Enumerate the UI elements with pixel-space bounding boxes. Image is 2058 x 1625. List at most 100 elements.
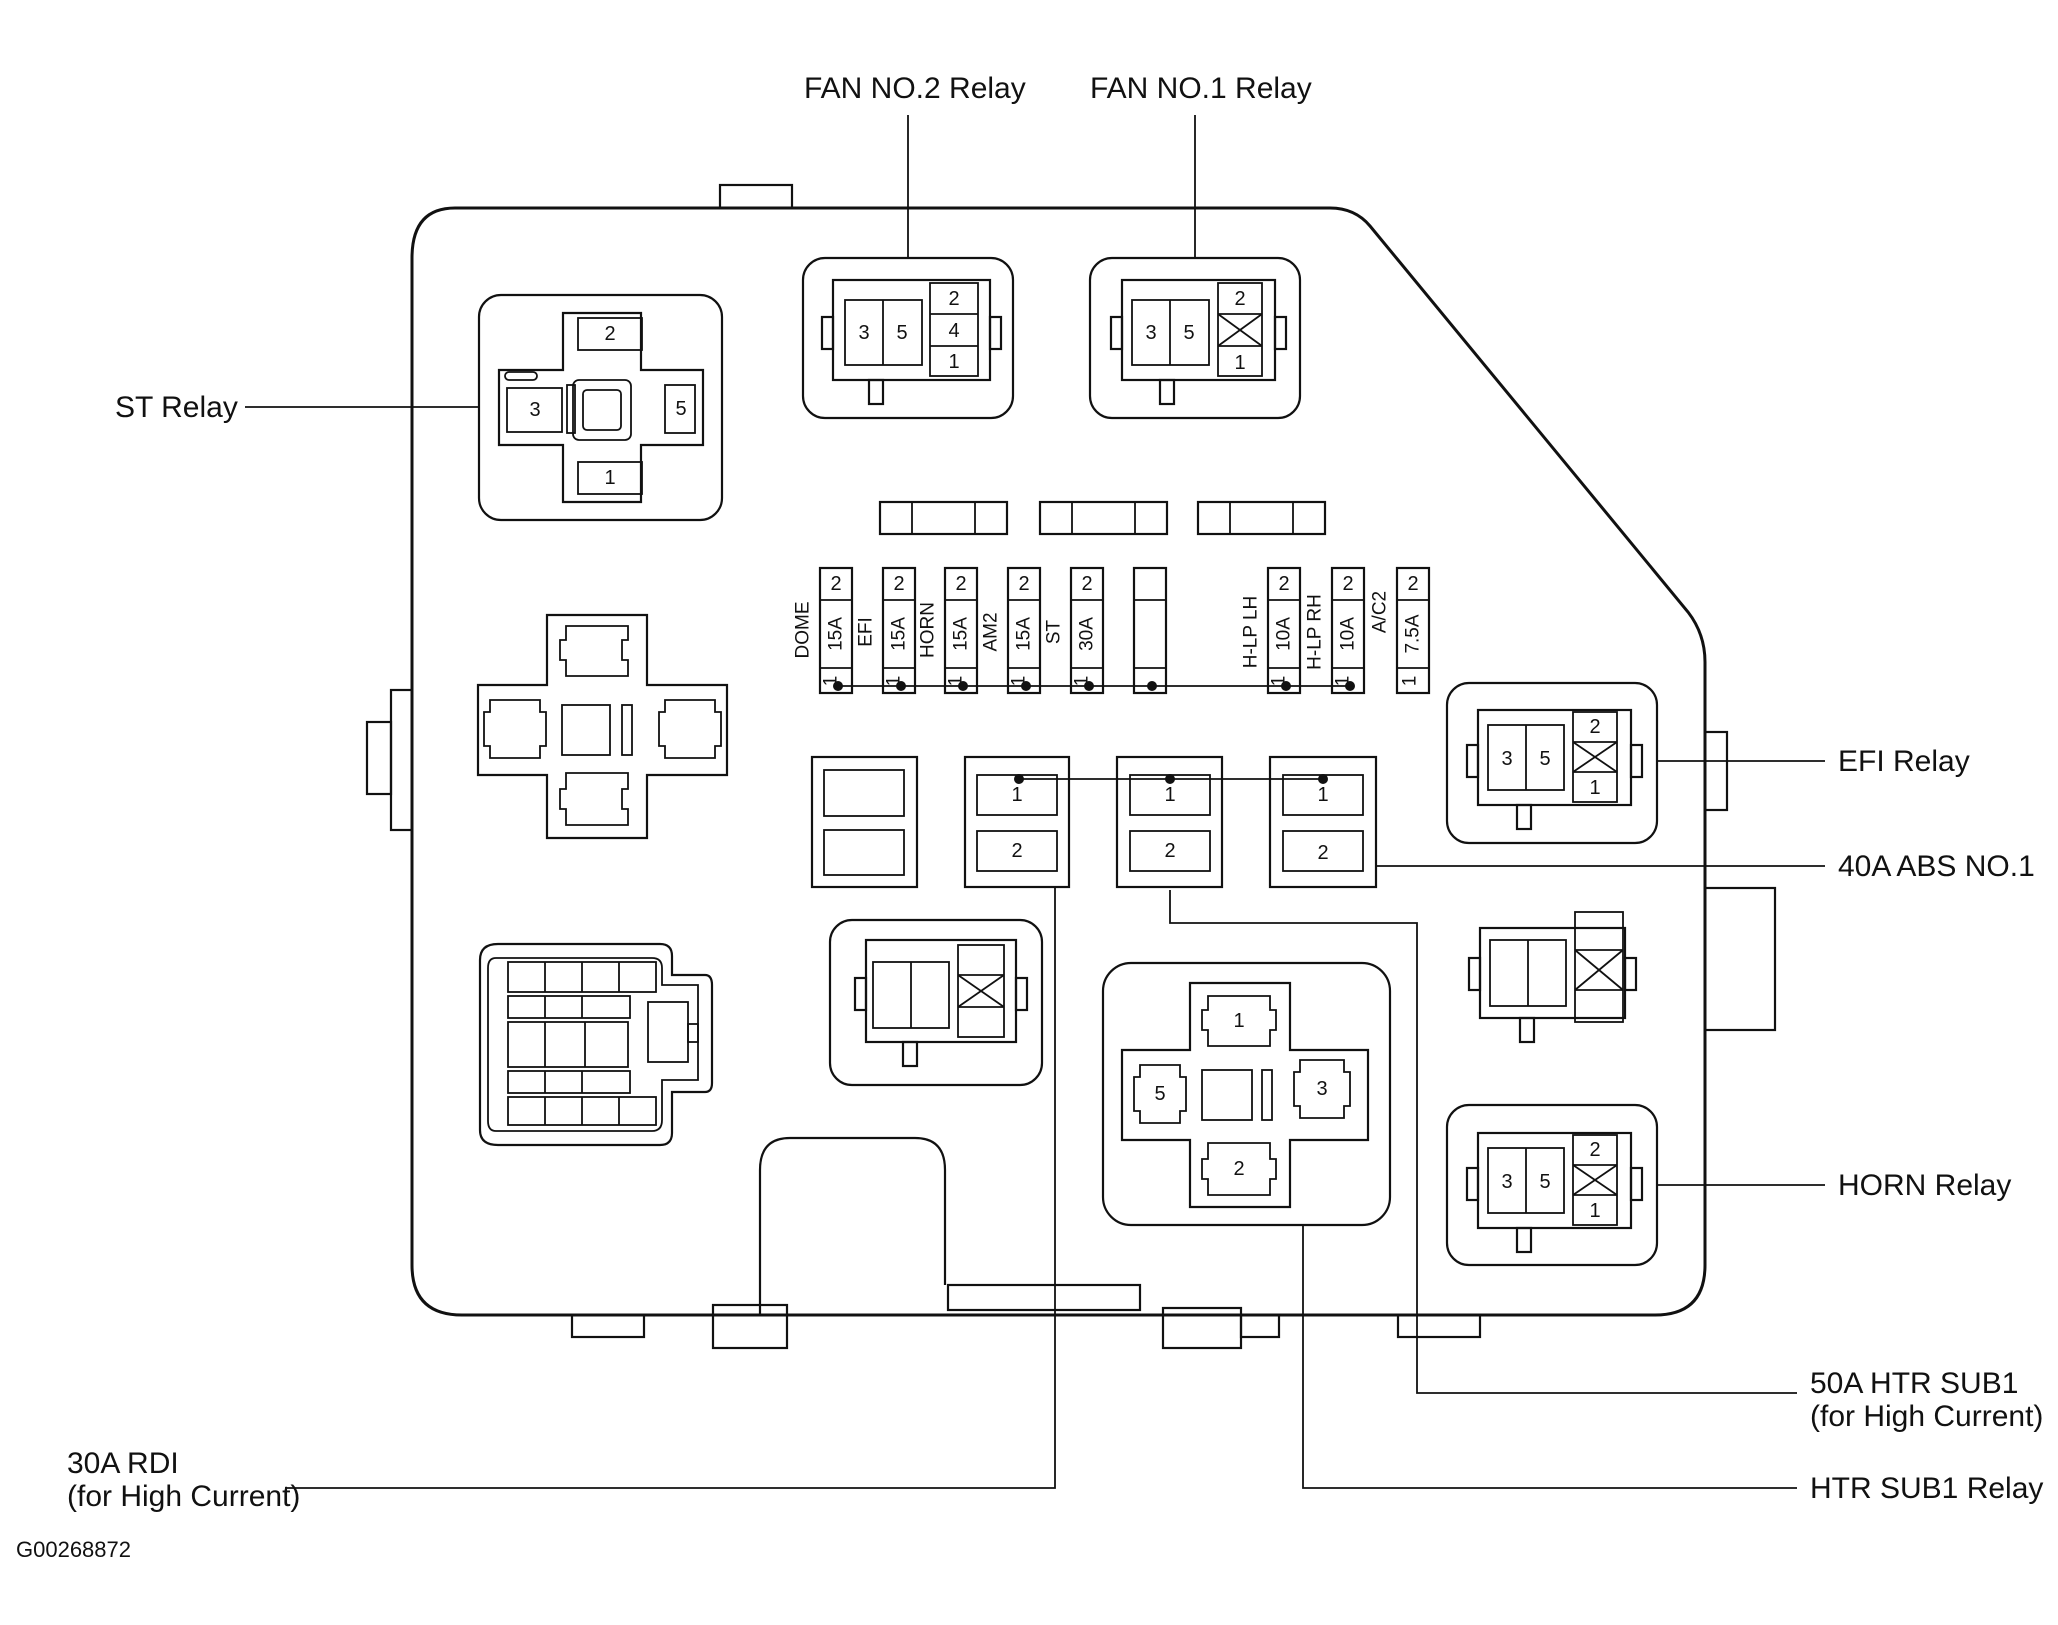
fuse-hlp-rh: 2 10A 1 H-LP RH xyxy=(1305,566,1366,695)
efi-relay: 3 5 2 1 xyxy=(1445,681,1659,845)
htr-sub1-relay-label: HTR SUB1 Relay xyxy=(1810,1472,2043,1505)
fuse-ac2: 2 7.5A 1 A/C2 xyxy=(1370,566,1431,695)
fuse-am2-label: AM2 xyxy=(981,612,1002,651)
horn-relay-pin-2: 2 xyxy=(1589,1139,1600,1161)
st-relay-pin-2: 2 xyxy=(604,323,615,345)
svg-text:1: 1 xyxy=(1164,784,1175,806)
svg-text:2: 2 xyxy=(955,573,966,595)
fan-no1-pin-1: 1 xyxy=(1234,352,1245,374)
fan-no1-pin-2: 2 xyxy=(1234,288,1245,310)
svg-text:1: 1 xyxy=(821,676,842,687)
svg-text:2: 2 xyxy=(1407,573,1418,595)
st-relay-label: ST Relay xyxy=(115,391,238,424)
svg-text:1: 1 xyxy=(1072,676,1093,687)
fuse-am2: 2 15A 1 AM2 xyxy=(981,566,1042,695)
multi-pin-connector xyxy=(478,942,714,1147)
fan-no2-pin-5: 5 xyxy=(896,322,907,344)
htr-sub1-pin-3: 3 xyxy=(1316,1078,1327,1100)
fan-no2-pin-1: 1 xyxy=(948,351,959,373)
htr-sub1-pin-5: 5 xyxy=(1154,1083,1165,1105)
svg-text:2: 2 xyxy=(830,573,841,595)
svg-text:2: 2 xyxy=(1018,573,1029,595)
horn-relay-pin-3: 3 xyxy=(1501,1171,1512,1193)
fan-no2-relay-label: FAN NO.2 Relay xyxy=(804,72,1026,105)
horn-relay-pin-5: 5 xyxy=(1539,1171,1550,1193)
efi-relay-pin-5: 5 xyxy=(1539,748,1550,770)
fuse-st: 2 30A 1 ST xyxy=(1044,566,1105,695)
fuse-horn-label: HORN xyxy=(918,602,939,658)
efi-relay-pin-3: 3 xyxy=(1501,748,1512,770)
svg-text:15A: 15A xyxy=(889,617,910,651)
horn-relay: 3 5 2 1 xyxy=(1445,1103,1659,1267)
rdi-fuse-label: 30A RDI xyxy=(67,1447,179,1480)
cartridge-fuse-block: 1 2 1 2 1 2 xyxy=(810,755,1378,889)
svg-text:1: 1 xyxy=(1011,784,1022,806)
relay-unlabeled-right xyxy=(1467,911,1638,1044)
rdi-fuse-sublabel: (for High Current) xyxy=(67,1480,300,1513)
fan-no2-pin-4: 4 xyxy=(948,320,959,342)
fuse-dome-label: DOME xyxy=(793,602,814,659)
fuse-ac2-label: A/C2 xyxy=(1370,591,1391,633)
fuse-hlp-lh-label: H-LP LH xyxy=(1241,596,1262,669)
fan-no1-pin-3: 3 xyxy=(1145,322,1156,344)
fuse-spare-blade xyxy=(1132,566,1168,695)
svg-text:1: 1 xyxy=(1009,676,1030,687)
fan-no1-relay-label: FAN NO.1 Relay xyxy=(1090,72,1312,105)
svg-text:1: 1 xyxy=(1317,784,1328,806)
efi-relay-pin-1: 1 xyxy=(1589,777,1600,799)
empty-relay-socket-left xyxy=(476,613,729,840)
efi-relay-pin-2: 2 xyxy=(1589,716,1600,738)
svg-text:2: 2 xyxy=(1011,840,1022,862)
st-relay-pin-5: 5 xyxy=(675,398,686,420)
fan-no1-pin-5: 5 xyxy=(1183,322,1194,344)
svg-text:1: 1 xyxy=(1269,676,1290,687)
fuse-st-label: ST xyxy=(1044,619,1065,644)
svg-text:2: 2 xyxy=(1342,573,1353,595)
st-relay-pin-1: 1 xyxy=(604,467,615,489)
st-relay-pin-3: 3 xyxy=(529,399,540,421)
svg-text:15A: 15A xyxy=(826,617,847,651)
fan-no2-pin-3: 3 xyxy=(858,322,869,344)
abs-no1-label: 40A ABS NO.1 xyxy=(1838,850,2035,883)
fuse-hlp-lh: 2 10A 1 H-LP LH xyxy=(1241,566,1302,695)
fuse-efi: 2 15A 1 EFI xyxy=(856,566,917,695)
svg-text:2: 2 xyxy=(1164,840,1175,862)
cartridge-fuse-abs-no1: 1 2 xyxy=(1268,755,1378,889)
blade-fuse-row: 2 15A 1 DOME 2 15A 1 EFI 2 15A 1 HORN xyxy=(793,566,1431,695)
fuse-horn: 2 15A 1 HORN xyxy=(918,566,979,695)
svg-text:15A: 15A xyxy=(951,617,972,651)
fan-no2-relay: 3 5 2 4 1 xyxy=(801,256,1015,420)
svg-text:7.5A: 7.5A xyxy=(1403,614,1424,653)
htr-sub1-pin-2: 2 xyxy=(1233,1158,1244,1180)
htr-sub1-pin-1: 1 xyxy=(1233,1010,1244,1032)
figure-id: G00268872 xyxy=(16,1537,131,1562)
st-relay: 2 3 5 1 xyxy=(477,293,724,522)
cartridge-fuse-rdi: 1 2 xyxy=(963,755,1071,889)
fan-no1-relay: 3 5 2 1 xyxy=(1088,256,1302,420)
fuse-hlp-rh-label: H-LP RH xyxy=(1305,594,1326,670)
svg-text:1: 1 xyxy=(946,676,967,687)
svg-text:2: 2 xyxy=(1278,573,1289,595)
svg-text:10A: 10A xyxy=(1338,617,1359,651)
cartridge-fuse-htr-sub1: 1 2 xyxy=(1115,755,1224,889)
fuse-dome: 2 15A 1 DOME xyxy=(793,566,854,695)
horn-relay-label: HORN Relay xyxy=(1838,1169,2011,1202)
relay-unlabeled-middle xyxy=(828,918,1044,1087)
fuse-box-housing xyxy=(365,183,1777,1350)
svg-text:30A: 30A xyxy=(1077,617,1098,651)
horn-relay-pin-1: 1 xyxy=(1589,1200,1600,1222)
efi-relay-label: EFI Relay xyxy=(1838,745,1970,778)
leader-lines xyxy=(245,115,1825,1489)
spare-fuse-slots xyxy=(878,500,1327,536)
fan-no2-pin-2: 2 xyxy=(948,288,959,310)
htr-sub1-relay: 1 5 3 2 xyxy=(1101,961,1392,1227)
svg-text:1: 1 xyxy=(1400,676,1421,687)
fuse-efi-label: EFI xyxy=(856,617,877,647)
svg-text:2: 2 xyxy=(1317,842,1328,864)
svg-text:2: 2 xyxy=(893,573,904,595)
svg-text:1: 1 xyxy=(884,676,905,687)
svg-text:2: 2 xyxy=(1081,573,1092,595)
htr-sub1-fuse-label: 50A HTR SUB1 xyxy=(1810,1367,2018,1400)
htr-sub1-fuse-sublabel: (for High Current) xyxy=(1810,1400,2043,1433)
